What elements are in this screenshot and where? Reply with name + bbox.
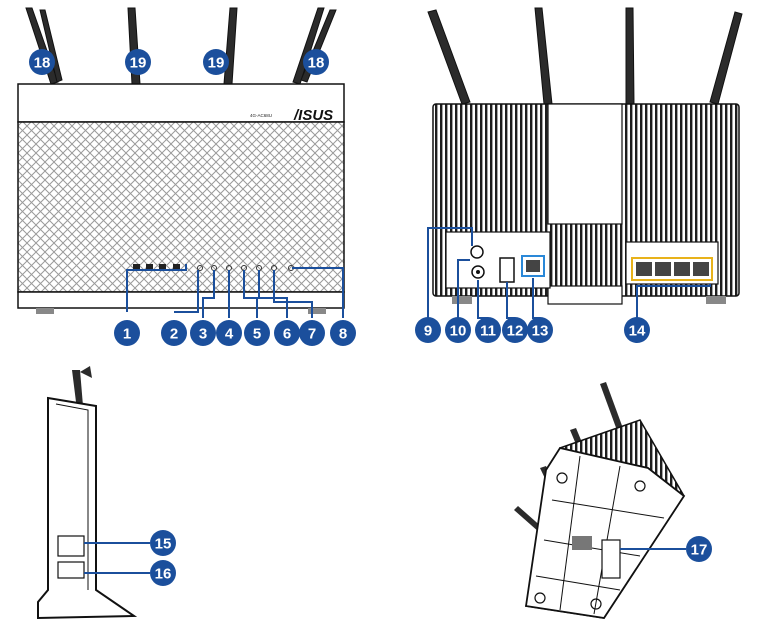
wan-port-socket bbox=[526, 260, 540, 272]
callout-badge: 6 bbox=[274, 320, 300, 346]
front-mesh-panel bbox=[17, 121, 345, 293]
callout-badge: 12 bbox=[502, 317, 528, 343]
side-inner-edge bbox=[55, 403, 89, 590]
asus-logo: /ISUS bbox=[293, 107, 333, 124]
callout-badge: 7 bbox=[299, 320, 325, 346]
callout-label: 18 bbox=[34, 55, 51, 72]
usb-port bbox=[499, 257, 515, 283]
rear-foot bbox=[452, 296, 472, 304]
callout-label: 6 bbox=[283, 326, 291, 343]
callout-badge: 2 bbox=[161, 320, 187, 346]
callout-label: 16 bbox=[155, 566, 172, 583]
front-foot bbox=[36, 308, 54, 314]
callout-badge: 18 bbox=[303, 49, 329, 75]
callout-badge: 19 bbox=[203, 49, 229, 75]
callout-badge: 14 bbox=[624, 317, 650, 343]
bottom-label-sticker bbox=[572, 536, 592, 550]
callout-label: 17 bbox=[691, 542, 708, 559]
callout-label: 2 bbox=[170, 326, 178, 343]
callout-badge: 1 bbox=[114, 320, 140, 346]
lan-ports-highlight bbox=[631, 257, 713, 281]
rear-antennas bbox=[427, 7, 743, 121]
callout-label: 1 bbox=[123, 326, 131, 343]
front-foot bbox=[308, 308, 326, 314]
callout-label: 11 bbox=[480, 323, 496, 340]
front-antennas bbox=[25, 7, 337, 85]
callout-badge: 5 bbox=[244, 320, 270, 346]
wall-mount-slot bbox=[601, 539, 621, 579]
callout-label: 8 bbox=[339, 326, 347, 343]
lan-ports bbox=[636, 262, 709, 276]
side-antenna-tip bbox=[80, 366, 92, 378]
side-sim-slot bbox=[57, 561, 85, 579]
callout-badge: 3 bbox=[190, 320, 216, 346]
model-text: 4G-AC68U bbox=[250, 113, 272, 118]
callout-label: 19 bbox=[208, 55, 225, 72]
callout-label: 12 bbox=[507, 323, 524, 340]
callout-label: 3 bbox=[199, 326, 207, 343]
callout-label: 14 bbox=[629, 323, 646, 340]
callout-label: 10 bbox=[450, 323, 467, 340]
callout-label: 4 bbox=[225, 326, 234, 343]
side-view bbox=[37, 366, 138, 620]
callout-label: 19 bbox=[130, 55, 147, 72]
callout-badge: 16 bbox=[150, 560, 176, 586]
callouts: 1 2 3 4 5 6 7 8 9 10 11 12 13 14 15 16 1… bbox=[29, 49, 712, 586]
rear-view bbox=[427, 7, 743, 305]
rear-bottom-notch bbox=[547, 285, 623, 305]
side-body bbox=[37, 396, 138, 620]
callout-badge: 4 bbox=[216, 320, 242, 346]
callout-badge: 13 bbox=[527, 317, 553, 343]
callout-badge: 8 bbox=[330, 320, 356, 346]
callout-badge: 10 bbox=[445, 317, 471, 343]
led-signal-icons bbox=[133, 264, 180, 271]
callout-label: 7 bbox=[308, 326, 316, 343]
callout-label: 15 bbox=[155, 536, 172, 553]
side-button-reset bbox=[57, 535, 85, 557]
front-bottom-bar bbox=[17, 291, 345, 309]
callout-badge: 18 bbox=[29, 49, 55, 75]
callout-badge: 11 bbox=[475, 317, 501, 343]
bottom-feet bbox=[534, 472, 646, 610]
bottom-plate bbox=[524, 446, 686, 619]
callout-label: 13 bbox=[532, 323, 549, 340]
callout-label: 5 bbox=[253, 326, 261, 343]
wps-button bbox=[470, 245, 484, 259]
bottom-view bbox=[514, 382, 686, 619]
callout-badge: 19 bbox=[125, 49, 151, 75]
power-jack-pin bbox=[476, 270, 480, 274]
callout-badge: 15 bbox=[150, 530, 176, 556]
rear-foot bbox=[706, 296, 726, 304]
callout-label: 18 bbox=[308, 55, 325, 72]
callout-badge: 17 bbox=[686, 536, 712, 562]
power-jack bbox=[471, 265, 485, 279]
callout-label: 9 bbox=[424, 323, 432, 340]
callout-badge: 9 bbox=[415, 317, 441, 343]
rear-label-window bbox=[547, 103, 623, 225]
